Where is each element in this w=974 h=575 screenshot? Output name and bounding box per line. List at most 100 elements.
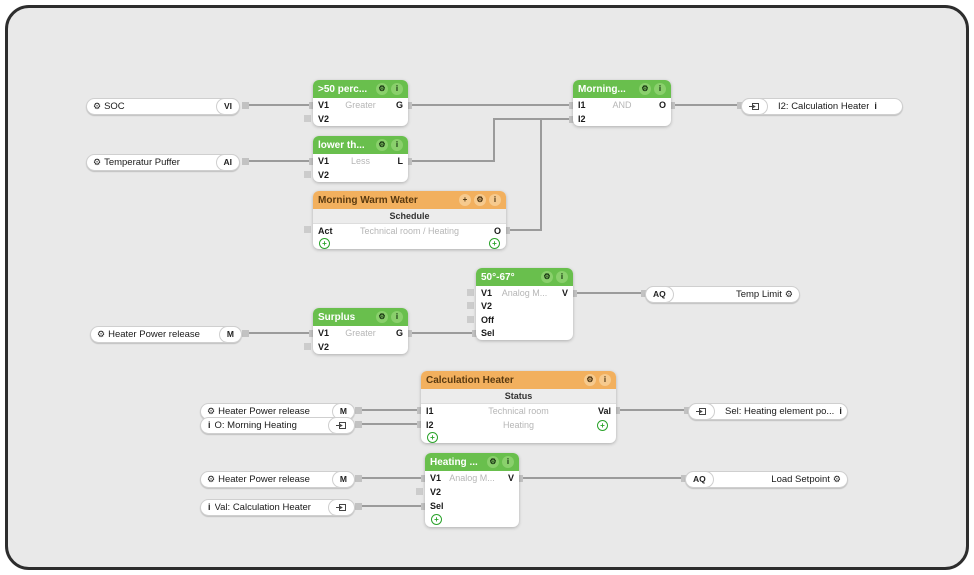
gear-icon: ⚙ [207,473,216,484]
add-icon[interactable]: + [459,194,471,206]
block-type-label: Less [350,156,370,166]
reference-icon [336,421,346,429]
block-title: >50 perc... [318,83,368,95]
block-header: Surplus ⚙ i [313,308,408,326]
block-row: I2 [573,112,671,126]
info-icon[interactable]: i [654,83,666,95]
input-pill-heater-power-release-3[interactable]: ⚙ Heater Power release M [200,470,355,488]
input-pill-val-calculation-heater[interactable]: i Val: Calculation Heater [200,498,355,516]
wire [405,157,495,165]
connector-stub[interactable] [467,316,474,323]
input-label: Heater Power release [108,328,200,340]
block-row: V1 Less L [313,154,408,168]
block-row: V2 [313,340,408,354]
wire [242,101,316,109]
input-pill-heater-power-release-1[interactable]: ⚙ Heater Power release M [90,325,242,343]
block-lower-than[interactable]: lower th... ⚙ i V1 Less L V2 [313,136,408,182]
wire [516,474,688,482]
input-V1: V1 [481,287,493,298]
info-icon[interactable]: i [502,456,514,468]
wire [493,118,495,162]
block-header: Heating ... ⚙ i [425,453,519,471]
connector-stub[interactable] [467,289,474,296]
gear-icon[interactable]: ⚙ [541,271,553,283]
info-icon[interactable]: i [599,374,611,386]
info-icon[interactable]: i [391,83,403,95]
info-icon[interactable]: i [489,194,501,206]
reference-badge [328,416,355,434]
block-header: Morning Warm Water + ⚙ i [313,191,506,209]
block-title: Morning Warm Water [318,194,418,206]
wire [540,118,542,231]
info-icon: i [839,406,842,416]
block-type-label: Greater [345,328,376,338]
gear-icon[interactable]: ⚙ [487,456,499,468]
block-row: I2 Heating + [421,418,616,432]
block-type-label: Analog M... [501,287,548,298]
wire [493,115,576,123]
gear-icon: ⚙ [97,328,106,339]
block-heating-selector[interactable]: Heating ... ⚙ i V1 Analog M... V V2 Sel … [425,453,519,527]
reference-icon [696,407,706,415]
connector-type-badge: AI [215,153,240,171]
input-Off: Off [481,314,494,325]
gear-icon: ⚙ [93,100,102,111]
gear-icon[interactable]: ⚙ [376,139,388,151]
input-I1: I1 [578,100,586,110]
input-pill-soc[interactable]: ⚙ SOC VI [86,97,240,115]
add-output-button[interactable]: + [597,420,608,431]
input-I2: I2 [578,114,586,124]
block-row: V2 [425,485,519,499]
connector-stub[interactable] [304,115,311,122]
connector-stub[interactable] [304,226,311,233]
info-icon: i [208,420,211,430]
block-row: Sel [425,499,519,513]
block-surplus[interactable]: Surplus ⚙ i V1 Greater G V2 [313,308,408,354]
connector-stub[interactable] [304,171,311,178]
block-calculation-heater[interactable]: Calculation Heater ⚙ i Status I1 Technic… [421,371,616,443]
output-pill-i2-calculation-heater[interactable]: I2: Calculation Heater i [741,97,903,115]
reference-icon [749,102,759,110]
block-title: Heating ... [430,456,478,468]
block-row: V2 [313,168,408,182]
connector-stub[interactable] [304,343,311,350]
block-row: + [425,513,519,527]
info-icon[interactable]: i [391,311,403,323]
input-pill-temperatur-puffer[interactable]: ⚙ Temperatur Puffer AI [86,153,240,171]
add-input-button[interactable]: + [431,514,442,525]
block-morning-and[interactable]: Morning... ⚙ i I1 AND O I2 [573,80,671,126]
input-label: Heater Power release [218,405,310,417]
gear-icon[interactable]: ⚙ [376,311,388,323]
add-input-button[interactable]: + [319,238,330,249]
gear-icon[interactable]: ⚙ [584,374,596,386]
input-label: Heater Power release [218,473,310,485]
block-morning-warm-water[interactable]: Morning Warm Water + ⚙ i Schedule Act Te… [313,191,506,249]
block-row: V2 [476,300,573,314]
output-pill-load-setpoint[interactable]: AQ Load Setpoint ⚙ [685,470,848,488]
add-input-button[interactable]: + [427,432,438,443]
input-label: Val: Calculation Heater [214,501,311,513]
gear-icon[interactable]: ⚙ [639,83,651,95]
output-pill-sel-heating-element[interactable]: Sel: Heating element po... i [688,402,848,420]
connector-stub[interactable] [467,302,474,309]
info-icon[interactable]: i [556,271,568,283]
info-icon[interactable]: i [391,139,403,151]
block-temp-selector-50-67[interactable]: 50°-67° ⚙ i V1 Analog M... V V2 Off Sel [476,268,573,340]
block-greater-50-percent[interactable]: >50 perc... ⚙ i V1 Greater G V2 [313,80,408,126]
wire [355,420,424,428]
output-pill-temp-limit[interactable]: AQ Temp Limit ⚙ [645,285,800,303]
gear-icon[interactable]: ⚙ [376,83,388,95]
gear-icon[interactable]: ⚙ [474,194,486,206]
wire [355,474,428,482]
connector-stub[interactable] [416,488,423,495]
output-label: I2: Calculation Heater [778,100,870,112]
add-output-button[interactable]: + [489,238,500,249]
output-label: Load Setpoint [771,473,830,485]
gear-icon: ⚙ [207,405,216,416]
input-pill-o-morning-heating[interactable]: i O: Morning Heating [200,416,355,434]
diagram-canvas[interactable]: ⚙ SOC VI ⚙ Temperatur Puffer AI ⚙ Heater… [5,5,969,570]
input-label: Temperatur Puffer [104,156,180,168]
output-L: L [397,156,404,166]
block-row: + [421,432,616,443]
